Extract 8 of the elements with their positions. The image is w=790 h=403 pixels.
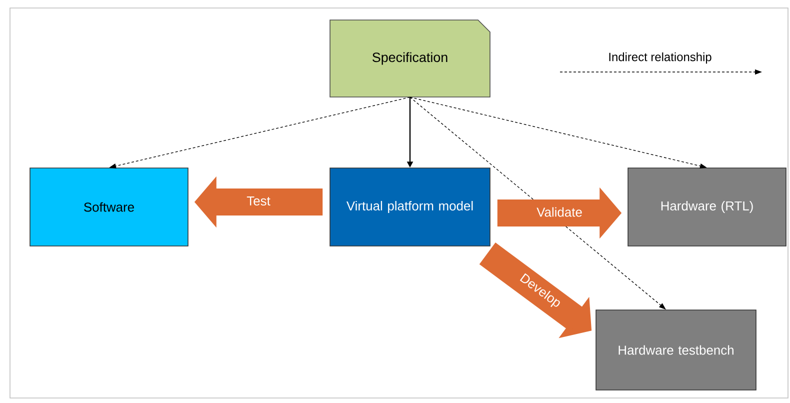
specification-document: Specification	[330, 20, 490, 98]
process-box: Software	[30, 168, 188, 246]
process-box: Hardware testbench	[596, 310, 756, 390]
process-box: Virtual platform model	[330, 168, 490, 246]
legend-text: Indirect relationship	[609, 52, 712, 64]
edge-label: Validate	[536, 207, 582, 217]
edge-label: Test	[246, 196, 270, 206]
process-box: Hardware (RTL)	[628, 168, 786, 246]
